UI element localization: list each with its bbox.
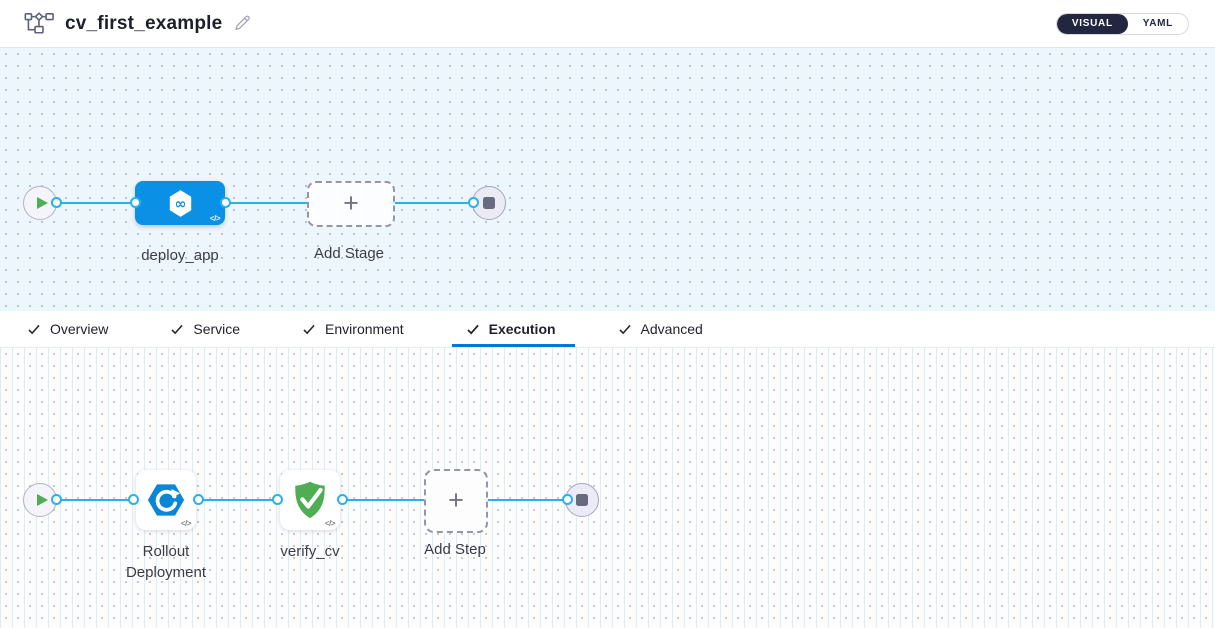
tab-execution[interactable]: Execution: [451, 311, 575, 347]
plus-icon: +: [343, 187, 359, 218]
check-icon: [618, 324, 632, 335]
code-badge: </>: [324, 519, 336, 528]
tab-advanced[interactable]: Advanced: [618, 311, 703, 347]
pipeline-header: cv_first_example VISUAL YAML: [0, 0, 1215, 48]
stop-icon: [483, 197, 495, 209]
add-stage-button[interactable]: +: [307, 181, 395, 227]
connector-port: [193, 494, 204, 505]
toggle-visual-button[interactable]: VISUAL: [1056, 13, 1128, 34]
connector-port: [272, 494, 283, 505]
tab-environment[interactable]: Environment: [302, 311, 404, 347]
add-stage-label: Add Stage: [313, 245, 385, 262]
stage-config-tabs: Overview Service Environment Execution A…: [0, 311, 1215, 348]
plus-icon: +: [448, 484, 464, 515]
stage-label: deploy_app: [141, 247, 219, 264]
tab-label: Execution: [488, 321, 556, 337]
edit-pencil-icon[interactable]: [234, 15, 251, 32]
connector-wire: [484, 499, 570, 501]
connector-wire: [389, 202, 475, 204]
check-icon: [170, 324, 184, 335]
check-icon: [466, 324, 480, 335]
stage-canvas[interactable]: ∞ </> + deploy_app Add Stage: [0, 48, 1215, 311]
step-card-rollout-deployment[interactable]: </>: [136, 470, 196, 530]
code-badge: </>: [209, 214, 221, 223]
tab-label: Advanced: [640, 321, 703, 337]
add-step-button[interactable]: +: [424, 469, 488, 533]
svg-text:∞: ∞: [174, 196, 186, 212]
check-icon: [27, 324, 41, 335]
connector-port: [130, 197, 141, 208]
tab-label: Environment: [325, 321, 404, 337]
stage-node-deploy-app[interactable]: ∞ </>: [135, 181, 225, 225]
execution-canvas[interactable]: </> </> + Rollout Deployment verify_cv A…: [0, 348, 1215, 628]
step-label-verify-cv: verify_cv: [280, 543, 340, 560]
play-icon: [36, 197, 48, 209]
tab-service[interactable]: Service: [170, 311, 240, 347]
tab-label: Overview: [50, 321, 109, 337]
connector-wire: [57, 499, 426, 501]
connector-port: [51, 494, 62, 505]
verify-shield-check-icon: [295, 481, 325, 519]
view-toggle: VISUAL YAML: [1055, 12, 1189, 35]
tab-overview[interactable]: Overview: [27, 311, 108, 347]
page-title: cv_first_example: [65, 12, 223, 34]
tab-label: Service: [193, 321, 241, 337]
code-badge: </>: [180, 519, 192, 528]
step-card-verify-cv[interactable]: </>: [280, 470, 340, 530]
connector-port: [468, 197, 479, 208]
stop-icon: [576, 494, 588, 506]
pipeline-start-node: [23, 186, 57, 220]
cd-hexagon-infinity-icon: ∞: [169, 189, 191, 217]
connector-port: [128, 494, 139, 505]
connector-port: [337, 494, 348, 505]
pipeline-end-node: [472, 186, 506, 220]
connector-port: [51, 197, 62, 208]
connector-port: [220, 197, 231, 208]
play-icon: [36, 494, 48, 506]
add-step-label: Add Step: [424, 541, 486, 558]
pipeline-graph-icon: [24, 12, 54, 35]
connector-port: [562, 494, 573, 505]
toggle-yaml-button[interactable]: YAML: [1142, 18, 1173, 29]
rollout-deployment-icon: [147, 484, 185, 516]
step-label-rollout: Rollout Deployment: [125, 543, 207, 581]
check-icon: [302, 324, 316, 335]
